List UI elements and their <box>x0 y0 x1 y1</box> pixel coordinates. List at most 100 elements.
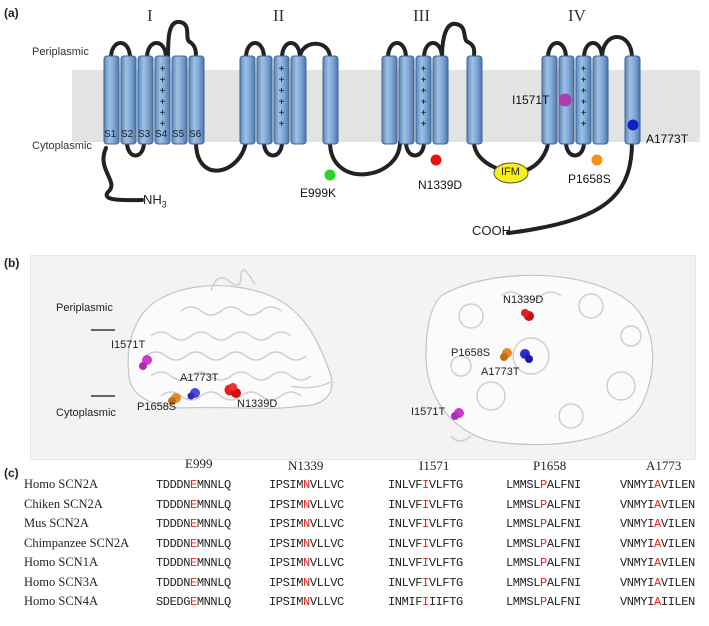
svg-text:+: + <box>581 64 587 75</box>
top-view-residues <box>451 309 534 420</box>
b-right-p1658s: P1658S <box>451 347 491 359</box>
sequence-cell: LMMSLPALFNI <box>506 556 581 570</box>
sequence-cell: IPSIMNVLLVC <box>269 536 344 551</box>
mutation-label-n1339d: N1339D <box>418 178 463 192</box>
svg-text:+: + <box>160 119 166 130</box>
svg-text:+: + <box>421 64 427 75</box>
mutated-residue: P <box>540 497 547 512</box>
column-header: P1658 <box>533 458 567 473</box>
mutated-residue: E <box>190 575 197 590</box>
svg-text:+: + <box>160 108 166 119</box>
mutated-residue: A <box>654 595 661 609</box>
species-name: Chiken SCN2A <box>24 496 103 511</box>
b-right-a1773t: A1773T <box>481 366 520 378</box>
mutated-residue: P <box>540 478 547 492</box>
domain-iii-label: III <box>413 6 430 25</box>
domain-ii-label: II <box>273 6 285 25</box>
svg-text:+: + <box>279 86 285 97</box>
species-name: Homo SCN2A <box>24 477 98 491</box>
mutated-residue: P <box>540 595 547 609</box>
mutated-residue: N <box>303 536 310 551</box>
svg-text:+: + <box>581 119 587 130</box>
mutated-residue: I <box>422 497 429 512</box>
sequence-cell: VNMYIAVILEN <box>620 556 695 570</box>
sequence-cell: INLVFIVLFTG <box>388 478 463 492</box>
mutated-residue: E <box>190 595 197 609</box>
cytoplasmic-label: Cytoplasmic <box>32 140 92 152</box>
segment-s6-label: S6 <box>189 129 202 140</box>
svg-text:+: + <box>581 108 587 119</box>
side-view-residues <box>139 355 241 405</box>
sequence-cell: LMMSLPALFNI <box>506 497 581 512</box>
sequence-cell: LMMSLPALFNI <box>506 536 581 551</box>
sequence-cell: LMMSLPALFNI <box>506 575 581 590</box>
b-left-i1571t: I1571T <box>111 339 146 351</box>
mutated-residue: A <box>654 536 661 551</box>
sequence-cell: INMIFIIIFTG <box>388 595 463 609</box>
segment-s2-label: S2 <box>121 129 134 140</box>
column-header: N1339 <box>288 458 324 473</box>
mutated-residue: A <box>654 478 661 492</box>
mutated-residue: A <box>654 556 661 570</box>
svg-text:+: + <box>581 75 587 86</box>
mutated-residue: E <box>190 556 197 570</box>
mutated-residue: I <box>422 556 429 570</box>
svg-text:+: + <box>421 108 427 119</box>
sequence-cell: LMMSLPALFNI <box>506 517 581 531</box>
mutation-label-a1773t: A1773T <box>646 132 689 146</box>
sequence-cell: VNMYIAVILEN <box>620 536 695 551</box>
mutation-label-e999k: E999K <box>300 186 337 200</box>
svg-text:+: + <box>279 64 285 75</box>
periplasmic-label: Periplasmic <box>32 46 89 58</box>
mutated-residue: E <box>190 517 197 531</box>
mutated-residue: P <box>540 556 547 570</box>
sequence-cell: INLVFIVLFTG <box>388 536 463 551</box>
column-header: E999 <box>185 456 213 471</box>
mutated-residue: I <box>422 517 429 531</box>
column-header: A1773 <box>646 458 682 473</box>
b-left-p1658s: P1658S <box>137 401 177 413</box>
svg-text:+: + <box>581 97 587 108</box>
sequence-cell: SDEDGEMNNLQ <box>156 595 231 609</box>
species-name: Homo SCN4A <box>24 594 98 608</box>
species-name: Chimpanzee SCN2A <box>24 535 130 550</box>
mutated-residue: N <box>303 595 310 609</box>
domain-iv-label: IV <box>568 6 586 25</box>
sequence-cell: IPSIMNVLLVC <box>269 595 344 609</box>
svg-text:+: + <box>160 64 166 75</box>
sequence-cell: VNMYIAVILEN <box>620 497 695 512</box>
mutated-residue: E <box>190 497 197 512</box>
svg-text:+: + <box>160 97 166 108</box>
sequence-cell: VNMYIAVILEN <box>620 478 695 492</box>
mutated-residue: A <box>654 497 661 512</box>
species-name: Mus SCN2A <box>24 516 89 530</box>
svg-text:+: + <box>279 108 285 119</box>
sequence-cell: TDDDNEMNNLQ <box>156 536 231 551</box>
svg-text:+: + <box>581 86 587 97</box>
panel-c-label: (c) <box>4 466 19 480</box>
mutated-residue: I <box>422 478 429 492</box>
sequence-cell: LMMSLPALFNI <box>506 595 581 609</box>
mutation-dot-e999k <box>324 169 336 181</box>
segment-s3-label: S3 <box>138 129 151 140</box>
sequence-cell: INLVFIVLFTG <box>388 556 463 570</box>
sequence-cell: TDDDNEMNNLQ <box>156 478 231 492</box>
mutation-dot-a1773t <box>627 119 639 131</box>
mutated-residue: P <box>540 575 547 590</box>
panel-b-structure: Periplasmic Cytoplasmic I1571T A1773T P1… <box>30 255 696 460</box>
sequence-cell: VNMYIAVILEN <box>620 575 695 590</box>
species-name: Homo SCN3A <box>24 574 98 589</box>
ifm-motif <box>493 162 529 184</box>
n-terminus-label: NH3 <box>143 192 167 210</box>
c-terminus-label: COOH <box>472 223 511 238</box>
svg-text:+: + <box>279 97 285 108</box>
s4-charges: ++++++ ++++++ ++++++ ++++++ <box>160 64 587 130</box>
mutated-residue: I <box>422 595 429 609</box>
ifm-label: IFM <box>501 166 520 178</box>
sequence-cell: IPSIMNVLLVC <box>269 575 344 590</box>
sequence-cell: IPSIMNVLLVC <box>269 517 344 531</box>
mutation-dot-n1339d <box>430 154 442 166</box>
mutated-residue: A <box>654 575 661 590</box>
segment-s4-label: S4 <box>155 129 168 140</box>
mutated-residue: I <box>422 536 429 551</box>
